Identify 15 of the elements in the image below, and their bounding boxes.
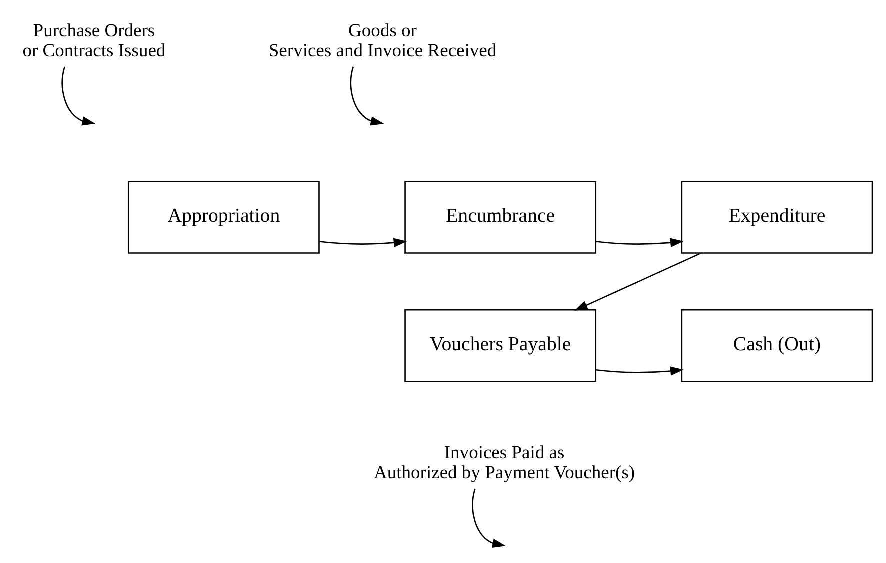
- arrow: [62, 66, 96, 126]
- node-box: Vouchers Payable: [404, 309, 597, 382]
- node-text: Purchase Orders or Contracts Issued: [22, 20, 166, 62]
- arrow: [596, 238, 684, 248]
- arrow: [472, 489, 506, 548]
- node-text: Invoices Paid as Authorized by Payment Voucher(s): [374, 442, 636, 484]
- node-text: Goods or Services and Invoice Received: [268, 20, 497, 62]
- arrow: [574, 252, 702, 311]
- node-box: Appropriation: [128, 181, 320, 254]
- node-box: Cash (Out): [681, 309, 874, 382]
- node-box: Expenditure: [681, 181, 874, 254]
- node-box: Encumbrance: [404, 181, 597, 254]
- arrow: [596, 366, 684, 376]
- arrow: [350, 66, 384, 126]
- arrow: [320, 238, 408, 248]
